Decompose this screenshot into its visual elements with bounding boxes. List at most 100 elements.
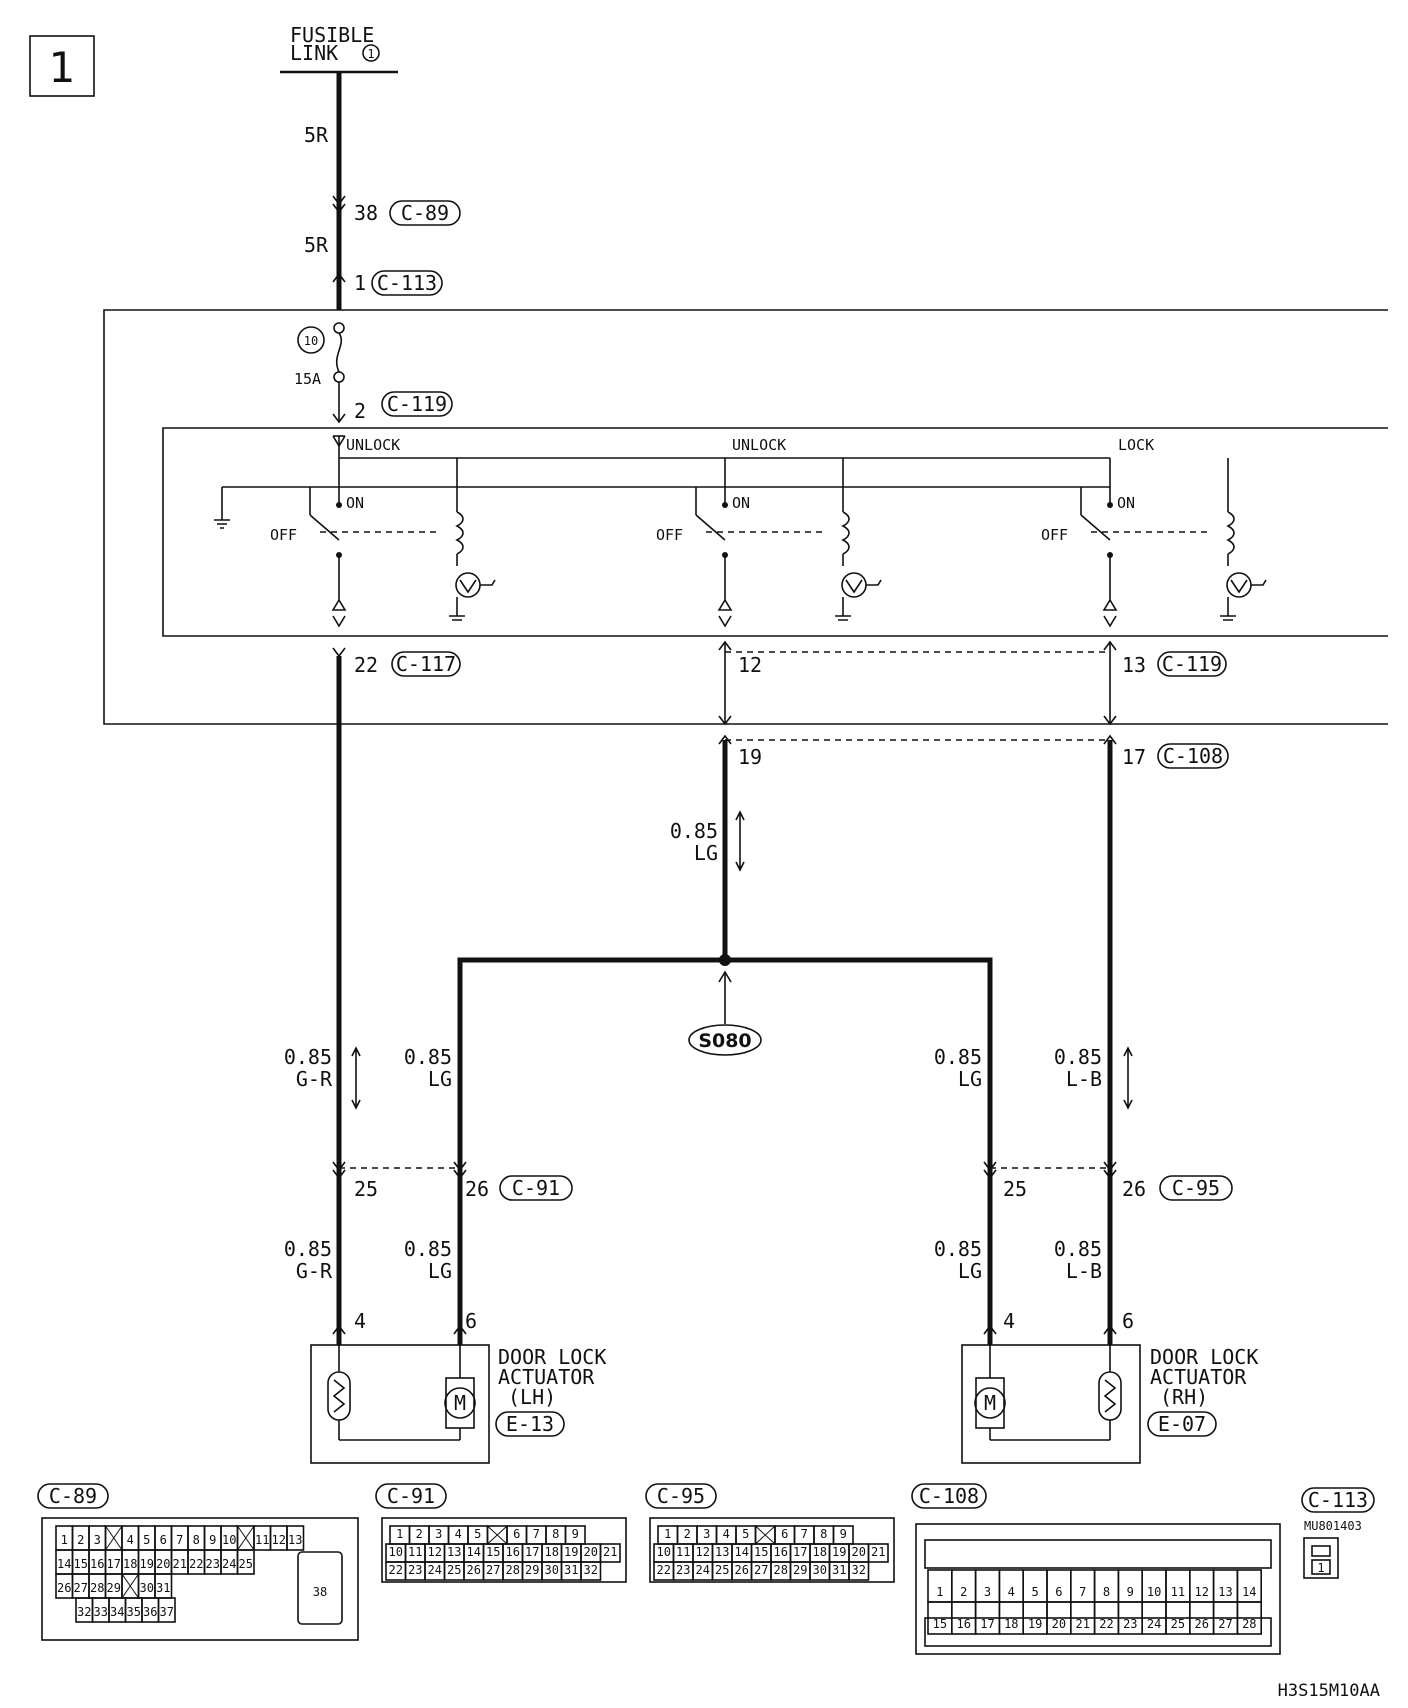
- fuse-number: 10: [304, 334, 318, 348]
- relay3-on: ON: [1117, 494, 1135, 512]
- lg-top-color: LG: [694, 841, 718, 865]
- lb-size: 0.85: [1054, 1045, 1102, 1069]
- c91-connector-view: [381, 1517, 627, 1583]
- c89_rows-pin-label: 5: [143, 1533, 150, 1547]
- c89_rows-pin-label: 3: [94, 1533, 101, 1547]
- c95_rows-pin-label: 27: [754, 1563, 768, 1577]
- lg2-l-color: LG: [428, 1259, 452, 1283]
- fusible-label-2: LINK: [290, 41, 338, 65]
- c119-pin-2: 2: [354, 399, 366, 423]
- c91_rows-pin-label: 7: [533, 1527, 540, 1541]
- lg-l-size: 0.85: [404, 1045, 452, 1069]
- c89_rows-pin-label: 18: [123, 1557, 137, 1571]
- fuse-num-circle: [297, 326, 325, 354]
- lg2-l-size: 0.85: [404, 1237, 452, 1261]
- lh-pin-6: 6: [465, 1309, 477, 1333]
- lg-r-color: LG: [958, 1067, 982, 1091]
- lg-l-color: LG: [428, 1067, 452, 1091]
- c91_rows-pin-label: 29: [525, 1563, 539, 1577]
- c91_rows-pin-label: 11: [408, 1545, 422, 1559]
- c95_rows-pin-label: 14: [735, 1545, 749, 1559]
- c95_rows-pin-label: 4: [723, 1527, 730, 1541]
- c91_rows-pin-label: 22: [389, 1563, 403, 1577]
- relay1-on: ON: [346, 494, 364, 512]
- page-number: 1: [49, 43, 76, 92]
- c91_rows-pin-label: 9: [572, 1527, 579, 1541]
- c91_rows-pin-label: 18: [545, 1545, 559, 1559]
- wire-5r-mid: 5R: [304, 233, 329, 257]
- lb2-color: L-B: [1066, 1259, 1102, 1283]
- c95_rows-pin-label: 28: [774, 1563, 788, 1577]
- fusible-label-1: FUSIBLE: [290, 23, 374, 47]
- relay-inner-box: [162, 427, 1388, 637]
- c108_rows-pin-label: 14: [1242, 1585, 1256, 1599]
- c95_rows-pin-label: 11: [676, 1545, 690, 1559]
- c95-connector-view: [649, 1517, 895, 1583]
- c95_rows-pin-label: 20: [852, 1545, 866, 1559]
- c95_rows-pin-label: 17: [793, 1545, 807, 1559]
- c108_rows-pin-label: 15: [933, 1617, 947, 1631]
- rh-title-1: DOOR LOCK: [1150, 1345, 1258, 1369]
- c95_rows-pin-label: 18: [813, 1545, 827, 1559]
- c95_rows-pin-label: 2: [684, 1527, 691, 1541]
- rh-pin-4: 4: [1003, 1309, 1015, 1333]
- lg-top-size: 0.85: [670, 819, 718, 843]
- c89_rows-pin-label: 9: [209, 1533, 216, 1547]
- view-c89-label: C-89: [49, 1484, 97, 1508]
- c89_rows-pin-label: 24: [222, 1557, 236, 1571]
- c95_rows-pin-label: 23: [676, 1563, 690, 1577]
- c95_rows-cavity: [867, 1543, 889, 1563]
- c89_rows-pin-label: 33: [94, 1605, 108, 1619]
- c91_rows-pin-label: 10: [389, 1545, 403, 1559]
- c89_rows-pin-label: 17: [107, 1557, 121, 1571]
- c91_rows-pin-label: 13: [447, 1545, 461, 1559]
- c108_rows-pin-label: 23: [1123, 1617, 1137, 1631]
- c91_rows-pin-label: 8: [552, 1527, 559, 1541]
- relay-unlock-1: UNLOCK ON OFF: [270, 436, 496, 628]
- gr-color: G-R: [296, 1067, 333, 1091]
- c89_rows-blank-cavity: [237, 1525, 255, 1551]
- c95-pin-25: 25: [1003, 1177, 1027, 1201]
- c95_rows-pin-label: 7: [801, 1527, 808, 1541]
- term-19: 19: [738, 745, 762, 769]
- c91_rows-pin-label: 5: [474, 1527, 481, 1541]
- c91_rows-pin-label: 2: [416, 1527, 423, 1541]
- c113-pin: 1: [1317, 1561, 1324, 1575]
- lg2-r-size: 0.85: [934, 1237, 982, 1261]
- view-c108-label: C-108: [919, 1484, 979, 1508]
- c89_rows-pin-label: 4: [127, 1533, 134, 1547]
- c89_rows-pin-label: 35: [127, 1605, 141, 1619]
- term-12: 12: [738, 653, 762, 677]
- c108_rows-pin-label: 11: [1171, 1585, 1185, 1599]
- c108_rows-pin-label: 28: [1242, 1617, 1256, 1631]
- c91_rows-pin-label: 23: [408, 1563, 422, 1577]
- c91-conn-label: C-91: [512, 1176, 560, 1200]
- c89_rows-pin-label: 27: [74, 1581, 88, 1595]
- c89_rows-pin-label: 23: [206, 1557, 220, 1571]
- c108_rows-pin-label: 21: [1075, 1617, 1089, 1631]
- c91-pin-25: 25: [354, 1177, 378, 1201]
- c89_rows-pin-label: 30: [140, 1581, 154, 1595]
- c108_rows-pin-label: 6: [1055, 1585, 1062, 1599]
- c95_rows-pin-label: 9: [840, 1527, 847, 1541]
- c108_rows-pin-label: 3: [984, 1585, 991, 1599]
- c95_rows-pin-label: 8: [820, 1527, 827, 1541]
- fusible-num: 1: [367, 47, 374, 61]
- view-c95-label: C-95: [657, 1484, 705, 1508]
- door-lock-actuator-lh: 4 6 M DOOR LOCK ACTUATOR (LH) E-13: [310, 1309, 606, 1464]
- lh-conn-label: E-13: [506, 1412, 554, 1436]
- c119b-conn-label: C-119: [1162, 652, 1222, 676]
- c95_rows-pin-label: 12: [696, 1545, 710, 1559]
- c91_rows-pin-label: 4: [455, 1527, 462, 1541]
- c95_rows-pin-label: 1: [664, 1527, 671, 1541]
- rh-motor-label: M: [984, 1391, 996, 1415]
- c108_rows-cavity: [1236, 1601, 1263, 1635]
- c95_rows-pin-label: 5: [742, 1527, 749, 1541]
- c95_rows-pin-label: 26: [735, 1563, 749, 1577]
- wire-5r-top: 5R: [304, 123, 329, 147]
- c89_rows-pin-label: 11: [255, 1533, 269, 1547]
- lh-title-2: ACTUATOR: [498, 1365, 595, 1389]
- gr2-color: G-R: [296, 1259, 333, 1283]
- c89_rows-pin-label: 12: [272, 1533, 286, 1547]
